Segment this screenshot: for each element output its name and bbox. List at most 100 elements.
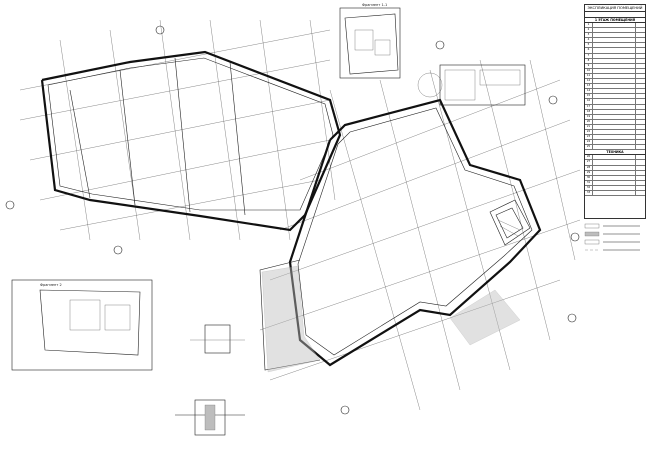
legend-row-number: 14	[585, 89, 593, 94]
legend-row-name	[593, 94, 636, 99]
legend-row-area	[636, 125, 645, 129]
building-block-left	[40, 50, 342, 232]
legend-row-number: 24	[585, 140, 593, 145]
legend-row-area	[636, 145, 645, 149]
legend-row-number: 10	[585, 68, 593, 73]
legend-row-name	[593, 89, 636, 94]
legend-row-name	[593, 23, 636, 28]
legend-row-area	[636, 43, 645, 47]
legend-row-name	[593, 99, 636, 104]
legend-row-name	[593, 104, 636, 109]
legend-row: 15	[585, 94, 645, 100]
legend-row-area	[636, 28, 645, 32]
legend-row-number: 3	[585, 33, 593, 38]
legend-row-area	[636, 155, 645, 159]
inset-top: Фрагмент 1-1	[339, 3, 401, 79]
legend-row: 21	[585, 124, 645, 130]
legend-row-number: 13	[585, 84, 593, 89]
legend-row-number: 25	[585, 145, 593, 150]
legend-row-number: 20	[585, 119, 593, 124]
legend-row: 32	[585, 185, 645, 191]
legend-section-2: ТЕХНИКА	[585, 150, 645, 156]
legend-row: 11	[585, 73, 645, 80]
legend-row-name	[593, 73, 636, 79]
legend-row-number: 17	[585, 104, 593, 109]
legend-row-number: 15	[585, 94, 593, 99]
legend-row-area	[636, 171, 645, 175]
legend-row-name	[593, 53, 636, 58]
legend-row-area	[636, 69, 645, 73]
legend-row-area	[636, 64, 645, 68]
legend-row-name	[593, 124, 636, 129]
legend-row-name	[593, 109, 636, 114]
legend-row-name	[593, 33, 636, 38]
legend-row: 31	[585, 180, 645, 186]
legend-row-area	[636, 48, 645, 52]
legend-row-name	[593, 170, 636, 175]
legend-row-number: 26	[585, 155, 593, 160]
legend-row-area	[636, 74, 645, 78]
legend-row: 5	[585, 43, 645, 49]
legend-row-number: 4	[585, 38, 593, 43]
inset-left: Фрагмент 2	[11, 279, 153, 371]
legend-row-name	[593, 119, 636, 124]
legend-row-name	[593, 48, 636, 53]
legend-row-name	[593, 68, 636, 73]
legend-row-area	[636, 115, 645, 119]
legend-title: ЭКСПЛИКАЦИЯ ПОМЕЩЕНИЙ	[585, 5, 645, 12]
legend-row-number: 5	[585, 43, 593, 48]
room-legend-table: ЭКСПЛИКАЦИЯ ПОМЕЩЕНИЙ 1 ЭТАЖ ПОМЕЩЕНИЯ 1…	[584, 4, 646, 219]
legend-row-number: 6	[585, 48, 593, 53]
legend-row-name	[593, 38, 636, 43]
section-markers	[5, 25, 580, 415]
legend-row-number: 9	[585, 63, 593, 68]
legend-row-name	[593, 129, 636, 135]
legend-row-name	[593, 58, 636, 63]
legend-row: 20	[585, 119, 645, 125]
legend-row-number: 23	[585, 135, 593, 140]
legend-row-area	[636, 140, 645, 144]
legend-row-number: 32	[585, 185, 593, 190]
legend-row: 9	[585, 63, 645, 69]
legend-row-number: 2	[585, 28, 593, 33]
legend-row: 33	[585, 191, 645, 197]
legend-row-number: 22	[585, 129, 593, 135]
legend-row-name	[593, 28, 636, 33]
legend-row: 25	[585, 145, 645, 151]
legend-row-area	[636, 160, 645, 164]
legend-row: 6	[585, 48, 645, 54]
legend-row-area	[636, 38, 645, 42]
legend-row-name	[593, 140, 636, 145]
legend-row-number: 21	[585, 124, 593, 129]
legend-header	[585, 12, 645, 18]
legend-row-area	[636, 166, 645, 170]
legend-row-area	[636, 84, 645, 88]
legend-row-name	[593, 135, 636, 140]
legend-section-1: 1 ЭТАЖ ПОМЕЩЕНИЯ	[585, 18, 645, 23]
legend-row: 27	[585, 160, 645, 166]
legend-row-number: 16	[585, 99, 593, 104]
legend-row-number: 31	[585, 180, 593, 185]
legend-row-area	[636, 33, 645, 37]
legend-row-area	[636, 191, 645, 195]
legend-row-name	[593, 165, 636, 170]
legend-row-number: 7	[585, 53, 593, 58]
legend-row: 24	[585, 140, 645, 146]
legend-row-number: 33	[585, 191, 593, 196]
legend-row-name	[593, 180, 636, 185]
legend-row-number: 28	[585, 165, 593, 170]
legend-row: 14	[585, 89, 645, 95]
legend-row-number: 19	[585, 114, 593, 119]
legend-row-area	[636, 89, 645, 93]
legend-row-name	[593, 160, 636, 165]
legend-row-area	[636, 54, 645, 58]
stair-core	[489, 199, 531, 246]
axis-grid	[19, 19, 581, 411]
legend-row-area	[636, 105, 645, 109]
legend-row-number: 27	[585, 160, 593, 165]
legend-row-area	[636, 110, 645, 114]
legend-row: 29	[585, 170, 645, 176]
